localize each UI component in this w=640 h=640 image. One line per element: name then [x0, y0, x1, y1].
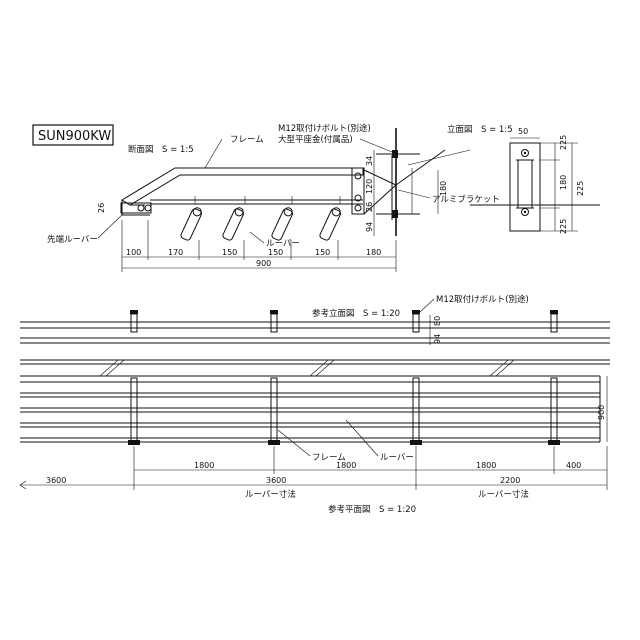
dim-94-ref: 94: [433, 334, 442, 344]
dim-150c: 150: [315, 248, 330, 257]
dim-225-right: 225: [576, 181, 585, 196]
ref-plan-title: 参考平面図 S = 1:20: [328, 504, 416, 515]
dim-26-right: 26: [365, 202, 374, 212]
model-title-box: [32, 124, 114, 146]
dim-34: 34: [365, 156, 374, 166]
bracket-plate: [351, 167, 365, 215]
ref-plan-drawing: [19, 359, 610, 490]
frame-label: フレーム: [230, 135, 264, 145]
ref-elevation-title: 参考立面図 S = 1:20: [312, 308, 400, 319]
louver-dim-label-1: ルーバー寸法: [245, 489, 296, 500]
dim-150b: 150: [268, 248, 283, 257]
frame-beam: [121, 167, 364, 206]
dim-26-left: 26: [97, 203, 106, 213]
elevation-drawing: [470, 137, 600, 232]
dim-900: 900: [256, 259, 271, 268]
section-view-title: 断面図 S = 1:5: [128, 144, 194, 155]
model-title: SUN900KW: [38, 129, 111, 144]
plan-louver-label: ルーバー: [380, 453, 414, 463]
bolt-label: M12取付けボルト(別途): [278, 123, 371, 134]
dim-180: 180: [366, 248, 381, 257]
dim-2200: 2200: [500, 476, 520, 485]
louver-dim-label-2: ルーバー寸法: [478, 489, 529, 500]
dim-94: 94: [365, 222, 374, 232]
dim-50: 50: [518, 127, 528, 136]
plan-frame-label: フレーム: [312, 453, 346, 463]
dim-80: 80: [433, 316, 442, 326]
dim-400: 400: [566, 461, 581, 470]
dim-3600-center: 3600: [266, 476, 286, 485]
dim-150a: 150: [222, 248, 237, 257]
dim-100: 100: [126, 248, 141, 257]
dim-225-bottom: 225: [559, 219, 568, 234]
ref-bolt-label: M12取付けボルト(別途): [436, 294, 529, 305]
tip-louver-label: 先端ルーバー: [47, 234, 98, 245]
dim-120: 120: [365, 179, 374, 194]
bracket-elevation: [509, 142, 541, 232]
dim-180-elev: 180: [559, 175, 568, 190]
dim-170: 170: [168, 248, 183, 257]
dim-3600-left: 3600: [46, 476, 66, 485]
dim-1800-a: 1800: [194, 461, 214, 470]
dim-900-plan: 900: [597, 405, 606, 420]
dim-1800-b: 1800: [336, 461, 356, 470]
dim-225-top: 225: [559, 135, 568, 150]
louver-label: ルーバー: [266, 239, 300, 249]
dim-180-vert: 180: [439, 181, 448, 196]
dim-1800-c: 1800: [476, 461, 496, 470]
bracket-label: アルミブラケット: [432, 194, 500, 205]
ref-elevation-drawing: [20, 310, 610, 345]
louver-blades: [180, 207, 342, 241]
elevation-view-title: 立面図 S = 1:5: [447, 124, 513, 135]
washer-label: 大型平座金(付属品): [278, 134, 353, 145]
section-drawing: [120, 128, 471, 272]
